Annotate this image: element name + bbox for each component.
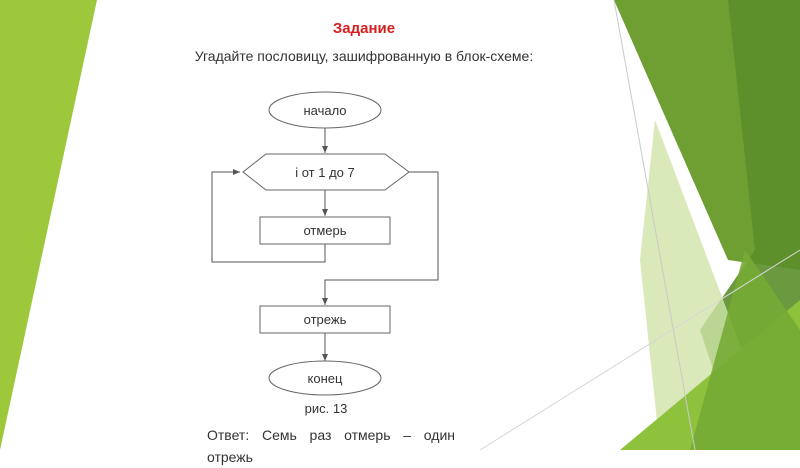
end-terminator (268, 360, 382, 396)
decor-line-1 (613, 0, 696, 450)
measure-label: отмерь (303, 223, 346, 238)
background-decoration (0, 0, 800, 450)
right-mid-green-shape (690, 250, 800, 450)
measure-process (259, 216, 391, 245)
slide-title: Задание (332, 20, 396, 37)
cut-process (259, 305, 391, 334)
decor-line-2 (479, 249, 800, 450)
cut-label: отрежь (304, 312, 347, 327)
left-green-shape (0, 0, 97, 450)
loop-label: i от 1 до 7 (295, 165, 355, 180)
answer-text: Ответ: Семь раз отмерь – один отрежь (207, 427, 455, 465)
connector-loop-back (211, 169, 326, 263)
loop-hexagon (242, 153, 410, 191)
slide-subtitle: Угадайте пословицу, зашифрованную в блок… (194, 48, 534, 64)
flowchart: начало i от 1 до 7 отмерь отрежь конец (211, 91, 439, 396)
start-terminator (268, 91, 382, 129)
figure-caption: рис. 13 (304, 401, 348, 416)
connector-loop-exit (322, 171, 439, 305)
end-label: конец (308, 371, 343, 386)
start-label: начало (303, 103, 346, 118)
